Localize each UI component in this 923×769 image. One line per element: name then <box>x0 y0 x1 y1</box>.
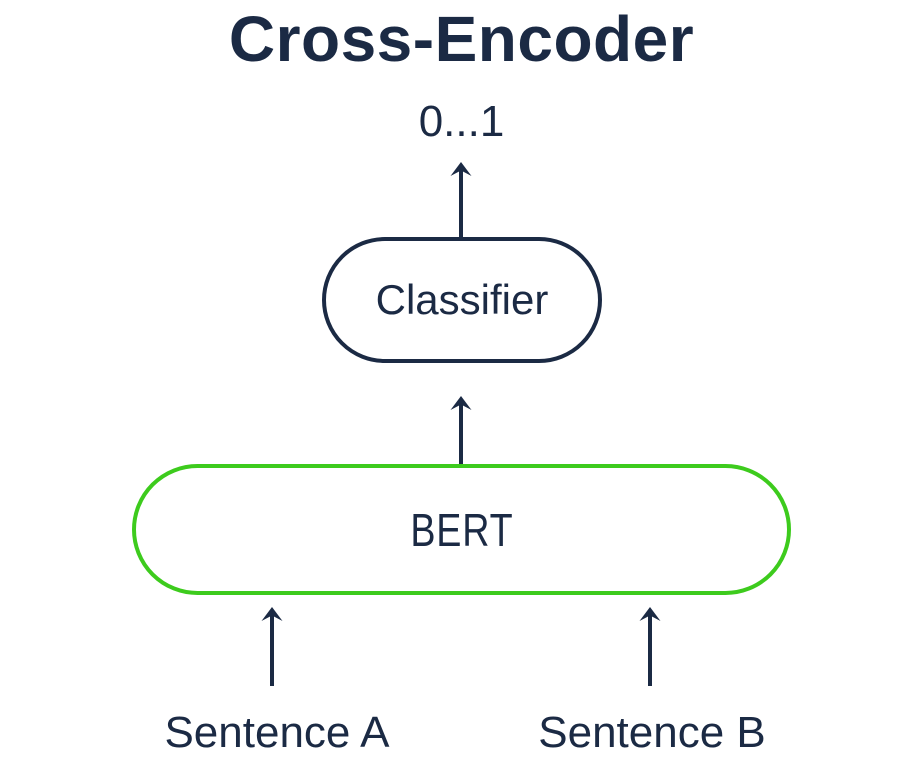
output-range-label: 0...1 <box>418 97 505 146</box>
arrow-sentence-b-to-bert-icon <box>639 607 661 686</box>
arrow-sentence-a-to-bert-icon <box>261 607 283 686</box>
arrow-bert-to-classifier-icon <box>450 396 472 465</box>
bert-node: BERT <box>132 464 791 595</box>
arrow-classifier-to-output-icon <box>450 162 472 237</box>
sentence-a-label: Sentence A <box>164 708 390 757</box>
classifier-node: Classifier <box>322 237 602 363</box>
sentence-b-label: Sentence B <box>538 708 766 757</box>
bert-node-label: BERT <box>409 503 514 556</box>
diagram-title: Cross-Encoder <box>228 3 695 75</box>
classifier-node-label: Classifier <box>375 276 549 323</box>
